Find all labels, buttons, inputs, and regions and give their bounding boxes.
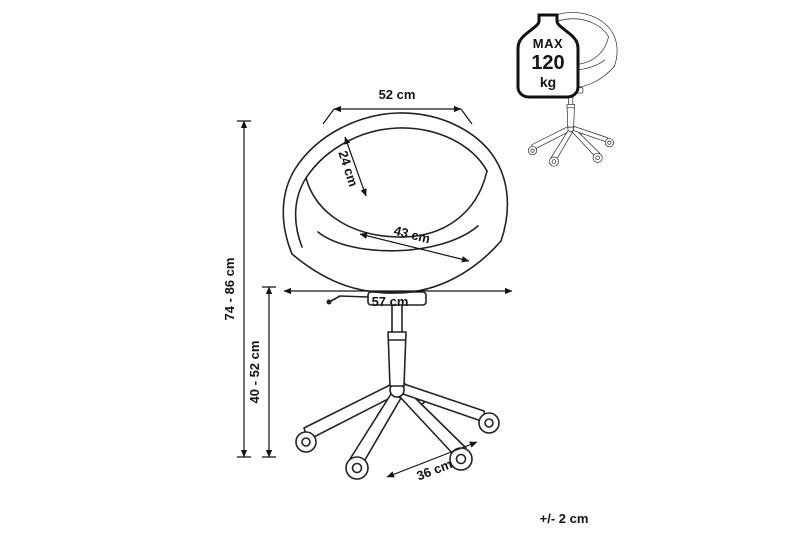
dimension-annotations: 52 cm 24 cm 43 cm 57 cm 74 - 86 cm 40 - … — [222, 87, 513, 483]
dimension-overall-width: 57 cm — [283, 287, 513, 309]
dimension-label-36: 36 cm — [414, 456, 454, 483]
dimension-label-43: 43 cm — [392, 223, 431, 246]
dimension-label-52: 52 cm — [379, 87, 416, 102]
dimension-label-40-52: 40 - 52 cm — [247, 341, 262, 404]
dimension-seat-width-top: 52 cm — [322, 87, 473, 125]
dimension-arrow-43 — [359, 232, 470, 263]
caster-front-left-icon — [345, 456, 369, 480]
dimension-total-height: 74 - 86 cm — [222, 120, 251, 458]
height-lever — [330, 295, 369, 302]
caster-right-icon — [478, 412, 500, 434]
backrest-inner-rim — [294, 127, 488, 248]
height-lever-knob — [326, 299, 332, 305]
max-load-badge-shape — [516, 13, 580, 99]
dimension-extension-ticks — [322, 108, 473, 125]
gas-lift-rod — [391, 305, 403, 333]
seat-front-shell — [291, 240, 502, 294]
dimension-arrow-24 — [344, 136, 367, 197]
backrest-outer-shell — [282, 112, 509, 255]
gas-lift-cylinder — [387, 331, 407, 387]
dimension-arrow-36 — [386, 441, 478, 478]
dimension-label-24: 24 cm — [335, 149, 361, 189]
dimension-seat-height: 40 - 52 cm — [247, 286, 276, 458]
max-load-label-value: 120 — [531, 52, 564, 74]
caster-left-icon — [295, 431, 317, 453]
max-load-label-unit: kg — [540, 74, 556, 90]
max-load-label-max: MAX — [533, 36, 563, 51]
dimension-seat-depth: 43 cm — [359, 223, 470, 263]
tolerance-note: +/- 2 cm — [540, 511, 589, 526]
max-load-badge: MAX 120 kg — [516, 13, 580, 99]
dimension-label-74-86: 74 - 86 cm — [222, 258, 237, 321]
dimension-label-57: 57 cm — [372, 294, 409, 309]
